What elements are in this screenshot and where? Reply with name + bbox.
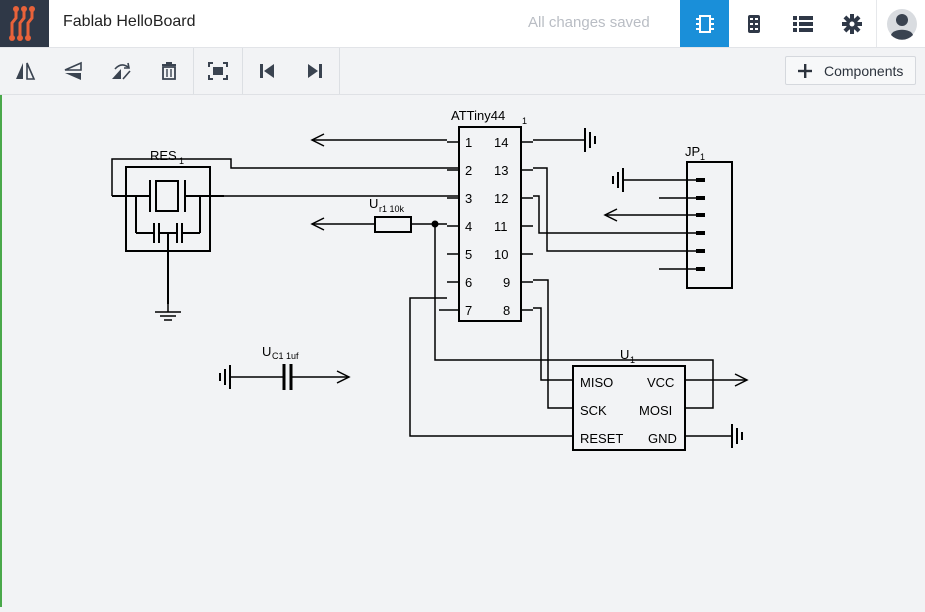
rotate-icon [112, 62, 131, 80]
attiny-pin-7: 7 [465, 303, 472, 318]
board-icon [747, 14, 760, 33]
attiny-pin-13: 13 [494, 163, 508, 178]
nav-schematic-view[interactable] [680, 0, 729, 47]
plus-icon [798, 63, 812, 78]
list-icon [792, 15, 813, 32]
attiny-pin-5: 5 [465, 247, 472, 262]
attiny-pin-10: 10 [494, 247, 508, 262]
resonator-label: RES [150, 148, 177, 163]
flip-horizontal-icon [16, 62, 36, 80]
chip-icon [695, 14, 714, 33]
toolbar-divider [242, 48, 243, 94]
user-avatar[interactable] [876, 0, 925, 47]
isp-pin-mosi: MOSI [639, 403, 672, 418]
attiny-pin-8: 8 [503, 303, 510, 318]
attiny-pin-1: 1 [465, 135, 472, 150]
save-status: All changes saved [528, 14, 650, 31]
attiny44-body [458, 126, 522, 322]
attiny44-label: ATTiny44 [451, 108, 505, 123]
skip-back-button[interactable] [243, 48, 291, 94]
isp-pin-reset: RESET [580, 431, 623, 446]
flip-vertical-icon [64, 61, 82, 80]
isp-pin-vcc: VCC [647, 375, 674, 390]
capacitor-label-sub: C1 1uf [272, 351, 299, 361]
fit-to-screen-button[interactable] [194, 48, 242, 94]
capacitor-label: U [262, 344, 271, 359]
toolbar-divider [193, 48, 194, 94]
resistor-body [374, 216, 412, 233]
schematic-canvas[interactable]: ATTiny44 1 1 2 3 4 5 6 7 14 13 12 11 10 … [0, 95, 925, 607]
flip-horizontal-button[interactable] [1, 48, 49, 94]
schematic-drawing: ATTiny44 1 1 2 3 4 5 6 7 14 13 12 11 10 … [111, 108, 749, 451]
resistor-label: U [369, 196, 378, 211]
attiny-pin-4: 4 [465, 219, 472, 234]
fit-screen-icon [208, 62, 228, 80]
toolbar-divider [339, 48, 340, 94]
rotate-button[interactable] [97, 48, 145, 94]
components-button-label: Components [824, 62, 904, 79]
attiny44-label-sub: 1 [522, 116, 527, 126]
jp1-body [686, 161, 733, 289]
gear-icon [841, 13, 862, 34]
isp-pin-sck: SCK [580, 403, 607, 418]
delete-button[interactable] [145, 48, 193, 94]
jp1-label: JP [685, 144, 700, 159]
attiny-pin-11: 11 [494, 219, 508, 234]
isp-label-sub: 1 [630, 355, 635, 365]
top-bar: Fablab HelloBoard All changes saved [0, 0, 925, 48]
resistor-label-sub: r1 10k [379, 204, 405, 214]
attiny-pin-6: 6 [465, 275, 472, 290]
user-icon [886, 8, 917, 40]
isp-label: U [620, 347, 629, 362]
isp-pin-miso: MISO [580, 375, 613, 390]
resonator-label-sub: 1 [179, 156, 184, 166]
nav-board-view[interactable] [729, 0, 778, 47]
flip-vertical-button[interactable] [49, 48, 97, 94]
skip-forward-icon [308, 64, 322, 78]
app-title: Fablab HelloBoard [63, 13, 196, 30]
trash-icon [162, 62, 176, 80]
toolbar [0, 48, 925, 95]
nav-bom-list[interactable] [778, 0, 827, 47]
attiny-pin-9: 9 [503, 275, 510, 290]
skip-back-icon [260, 64, 274, 78]
nav-settings[interactable] [827, 0, 876, 47]
attiny-pin-12: 12 [494, 191, 508, 206]
jp1-label-sub: 1 [700, 152, 705, 162]
add-components-button[interactable]: Components [785, 56, 916, 85]
skip-forward-button[interactable] [291, 48, 339, 94]
isp-header-body [572, 365, 686, 451]
attiny-pin-2: 2 [465, 163, 472, 178]
attiny-pin-3: 3 [465, 191, 472, 206]
app-logo-icon[interactable] [0, 0, 49, 47]
isp-pin-gnd: GND [648, 431, 677, 446]
attiny-pin-14: 14 [494, 135, 508, 150]
